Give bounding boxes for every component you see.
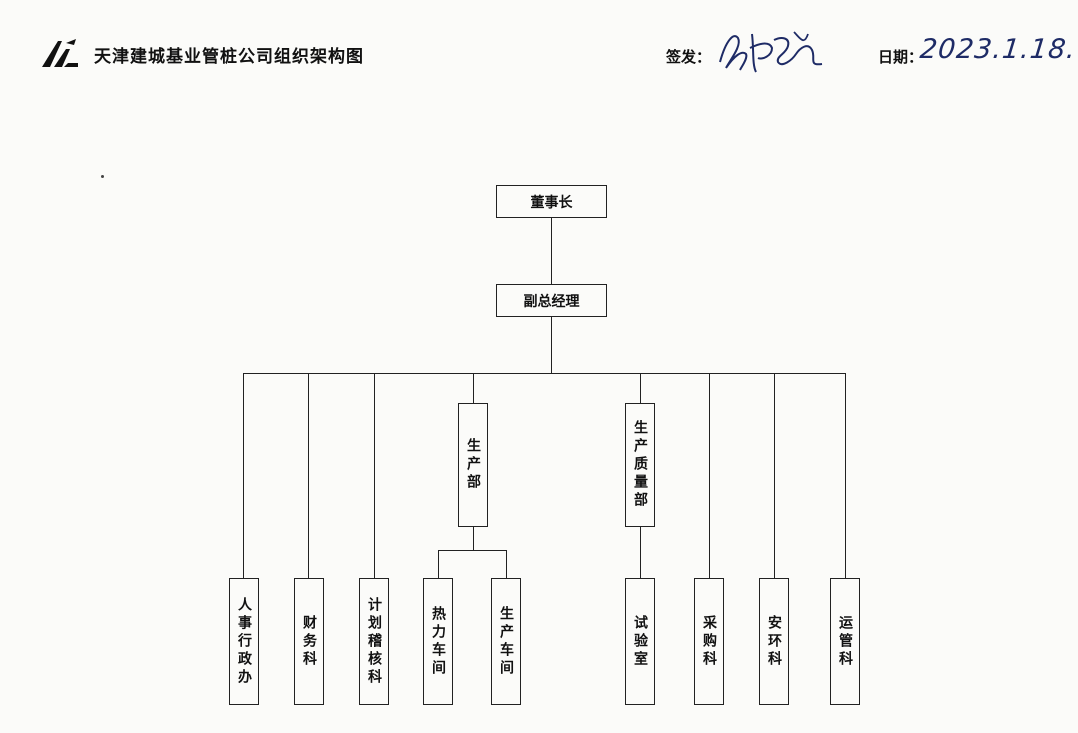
org-node-deputy-gm: 副总经理 xyxy=(496,284,607,317)
org-node-production-workshop: 生产车间 xyxy=(491,578,521,705)
org-node-finance: 财务科 xyxy=(294,578,324,705)
stray-mark xyxy=(101,175,104,178)
connector-dept-7 xyxy=(774,373,776,578)
connector-dept-2 xyxy=(308,373,310,578)
connector-dept-5 xyxy=(640,373,642,403)
date-label: 日期： xyxy=(878,48,924,66)
connector-dept-6 xyxy=(709,373,711,578)
org-node-quality: 生产质量部 xyxy=(625,403,655,527)
org-node-hr-admin: 人事行政办 xyxy=(229,578,259,705)
document-title: 天津建城基业管桩公司组织架构图 xyxy=(94,47,364,67)
org-node-operations: 运管科 xyxy=(830,578,860,705)
connector-production-down xyxy=(473,527,475,550)
handwritten-signature xyxy=(719,31,823,73)
connector-workshop-2 xyxy=(506,550,508,578)
connector-dept-8 xyxy=(845,373,847,578)
connector-dept-4 xyxy=(473,373,475,403)
department-bus-line xyxy=(243,373,846,375)
connector-dept-1 xyxy=(243,373,245,578)
org-chart-page: 天津建城基业管桩公司组织架构图 签发： 日期： 2023.1.18. xyxy=(0,0,1078,705)
org-node-production: 生产部 xyxy=(458,403,488,527)
connector-deputy-bus xyxy=(551,317,553,373)
org-node-procurement: 采购科 xyxy=(694,578,724,705)
connector-dept-3 xyxy=(374,373,376,578)
connector-root-deputy xyxy=(551,218,553,284)
connector-workshop-1 xyxy=(438,550,440,578)
org-node-thermal-workshop: 热力车间 xyxy=(423,578,453,705)
org-node-laboratory: 试验室 xyxy=(625,578,655,705)
production-sub-bus xyxy=(438,550,506,552)
org-node-planning-audit: 计划稽核科 xyxy=(359,578,389,705)
org-node-chairman: 董事长 xyxy=(496,185,607,218)
connector-quality-lab xyxy=(640,527,642,578)
sign-label: 签发： xyxy=(666,48,712,66)
document-header: 天津建城基业管桩公司组织架构图 签发： 日期： 2023.1.18. xyxy=(0,0,1078,100)
org-chart: 董事长 副总经理 人事行政办 财务科 计划稽核科 生产部 热力车间 生产车间 生… xyxy=(229,185,860,705)
company-logo-icon xyxy=(42,39,78,67)
org-node-safety-env: 安环科 xyxy=(759,578,789,705)
